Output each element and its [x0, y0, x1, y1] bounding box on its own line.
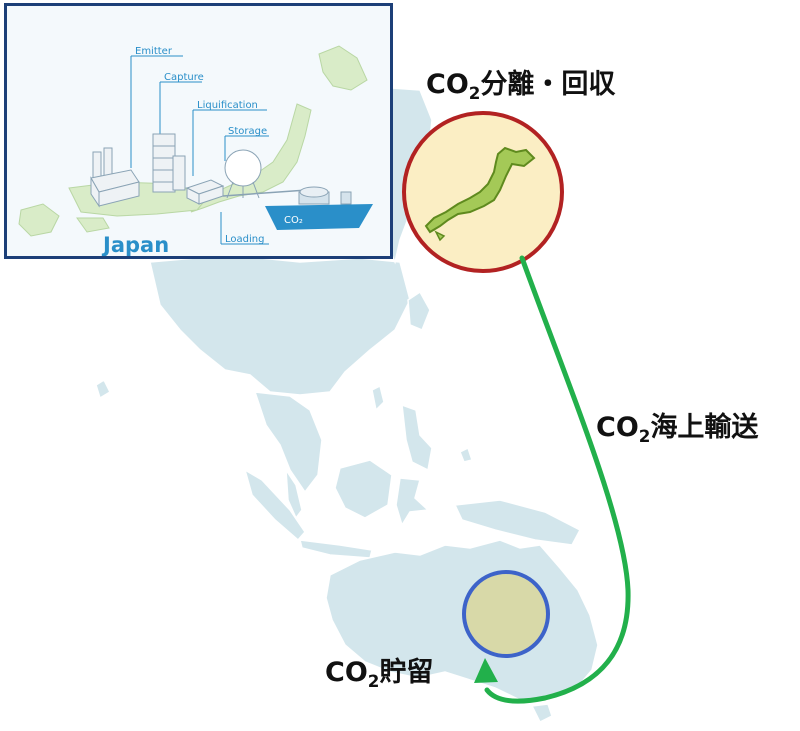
- capture-label: CO2分離・回収: [426, 69, 616, 103]
- ship-cargo-label: CO₂: [284, 215, 303, 226]
- transport-label: CO2海上輸送: [596, 412, 759, 446]
- tanker-ship-icon: CO₂: [265, 186, 373, 230]
- shipping-route-arrow: [474, 255, 631, 704]
- inset-region-label: Japan: [101, 233, 169, 256]
- background-map: [95, 87, 599, 724]
- inset-step-capture: Capture: [164, 72, 204, 83]
- capture-plant-icon: [152, 133, 186, 193]
- inset-step-liquification: Liquification: [197, 100, 258, 111]
- inset-step-emitter: Emitter: [135, 46, 173, 57]
- emitter-factory-icon: [90, 147, 140, 208]
- inset-step-storage: Storage: [228, 126, 267, 137]
- capture-site-marker: [402, 111, 564, 273]
- storage-sphere-icon: [224, 149, 262, 199]
- inset-step-loading: Loading: [225, 234, 264, 245]
- storage-site-marker: [462, 570, 550, 658]
- liquification-unit-icon: [185, 179, 225, 205]
- storage-label: CO2貯留: [325, 657, 434, 691]
- process-inset: Emitter Capture Liquification Storage Lo…: [4, 3, 393, 259]
- japan-outline-icon: [424, 146, 536, 234]
